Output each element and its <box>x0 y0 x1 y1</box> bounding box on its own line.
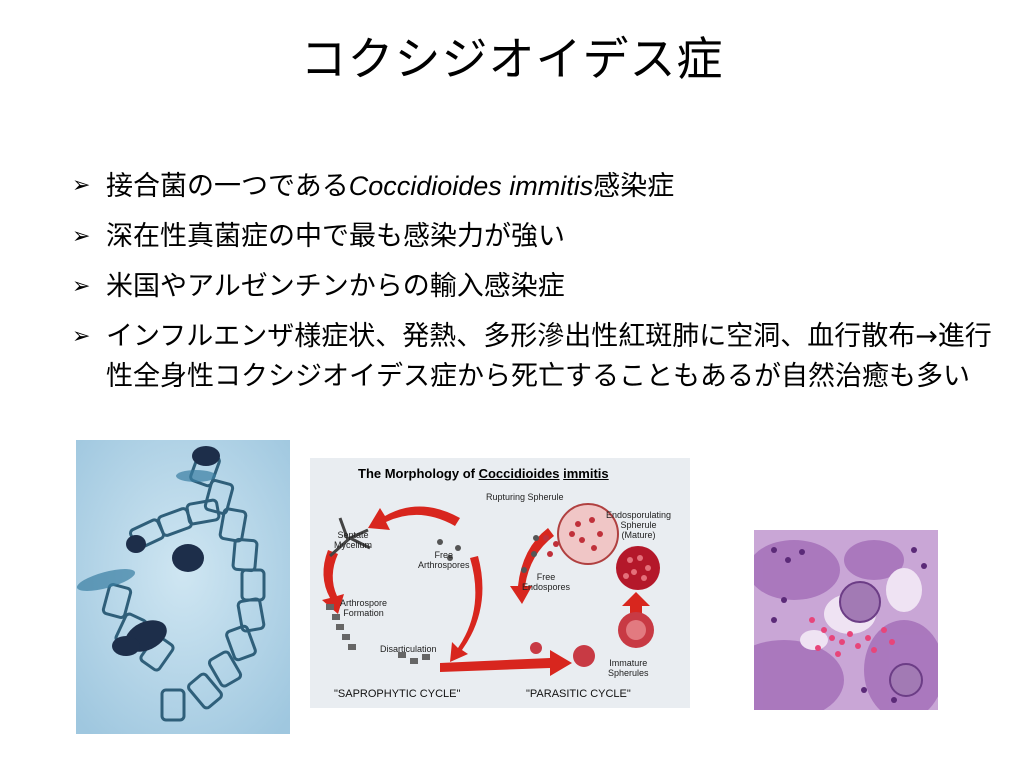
bullet-text: 深在性真菌症の中で最も感染力が強い <box>106 221 565 252</box>
bullet-item-2: ➢ 深在性真菌症の中で最も感染力が強い <box>72 217 992 257</box>
bullet-text: インフルエンザ様症状、発熱、多形滲出性紅斑肺に空洞、血行散布→進行性全身性コクシ… <box>106 321 992 392</box>
bullet-list: ➢ 接合菌の一つであるCoccidioides immitis感染症 ➢ 深在性… <box>72 166 992 407</box>
label-disarticulation: Disarticulation <box>380 644 437 654</box>
arrow-bullet-icon: ➢ <box>72 324 91 349</box>
arrow-bullet-icon: ➢ <box>72 224 91 249</box>
diagram-title: The Morphology of Coccidioides immitis <box>358 466 609 481</box>
arrow-bullet-icon: ➢ <box>72 173 91 198</box>
bullet-item-4: ➢ インフルエンザ様症状、発熱、多形滲出性紅斑肺に空洞、血行散布→進行性全身性コ… <box>72 317 992 397</box>
species-name: Coccidioides immitis <box>348 171 594 201</box>
bullet-item-1: ➢ 接合菌の一つであるCoccidioides immitis感染症 <box>72 166 992 207</box>
arthroconidia-micrograph <box>76 440 290 734</box>
slide-title: コクシジオイデス症 <box>300 32 724 86</box>
label-parasitic-cycle: "PARASITIC CYCLE" <box>526 688 631 700</box>
bullet-text-post: 感染症 <box>593 171 675 202</box>
label-saprophytic-cycle: "SAPROPHYTIC CYCLE" <box>334 688 461 700</box>
bullet-text-pre: 接合菌の一つである <box>106 171 349 202</box>
bullet-text: 米国やアルゼンチンからの輸入感染症 <box>106 271 565 302</box>
tissue-histology-image <box>754 530 938 710</box>
bullet-item-3: ➢ 米国やアルゼンチンからの輸入感染症 <box>72 267 992 307</box>
arrow-bullet-icon: ➢ <box>72 274 91 299</box>
morphology-lifecycle-diagram: The Morphology of Coccidioides immitis <box>310 458 690 708</box>
label-rupturing-spherule: Rupturing Spherule <box>486 492 564 502</box>
